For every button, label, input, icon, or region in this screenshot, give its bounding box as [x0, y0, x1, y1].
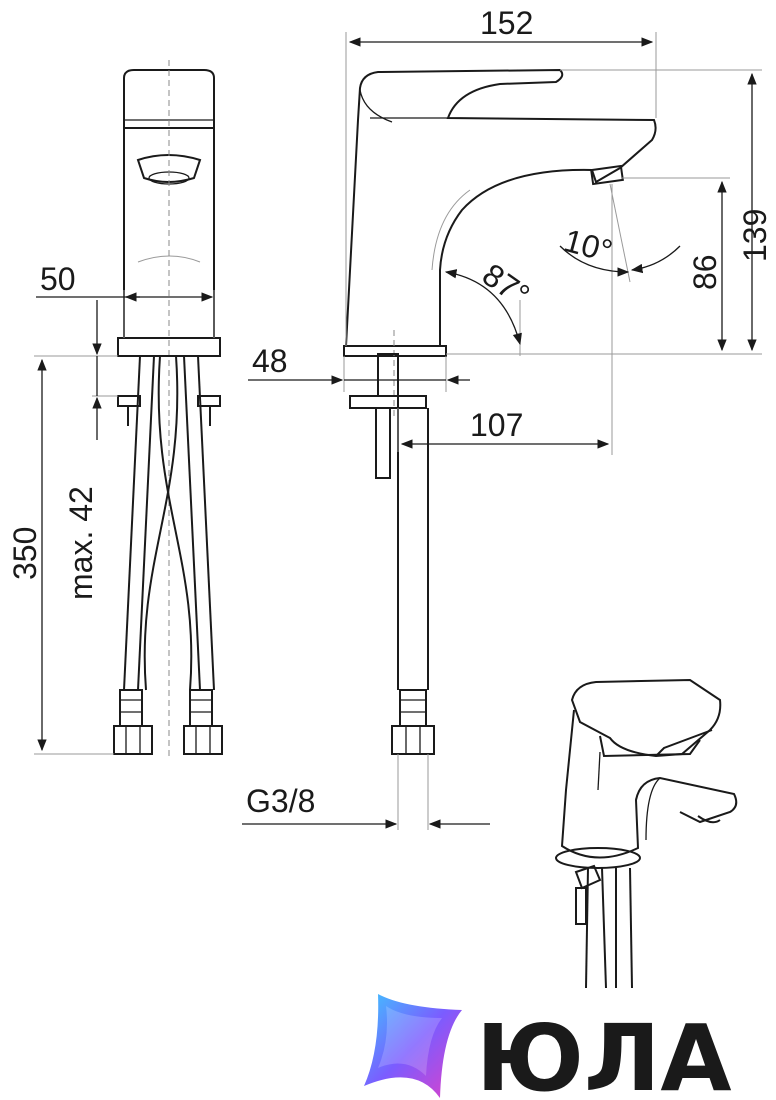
dim-152-label: 152 [480, 5, 533, 41]
dim-139-label: 139 [737, 209, 773, 262]
faucet-perspective-illustration [555, 678, 738, 989]
side-view: 152 139 86 10° 87° 48 107 [242, 5, 773, 830]
dim-g38-label: G3/8 [246, 783, 315, 819]
front-view: 50 350 max. 42 [7, 60, 223, 760]
star-logo-icon [364, 994, 462, 1098]
dim-107-label: 107 [470, 407, 523, 443]
dim-48-label: 48 [252, 343, 288, 379]
yula-logo: ЮЛА [364, 994, 732, 1100]
dim-86-label: 86 [687, 254, 723, 290]
logo-wordmark: ЮЛА [476, 1005, 732, 1100]
angle-87-label: 87° [476, 256, 536, 313]
dim-max42-label: max. 42 [63, 486, 99, 600]
dim-50-label: 50 [40, 261, 76, 297]
angle-10-label: 10° [560, 222, 616, 269]
dim-350-label: 350 [7, 527, 43, 580]
